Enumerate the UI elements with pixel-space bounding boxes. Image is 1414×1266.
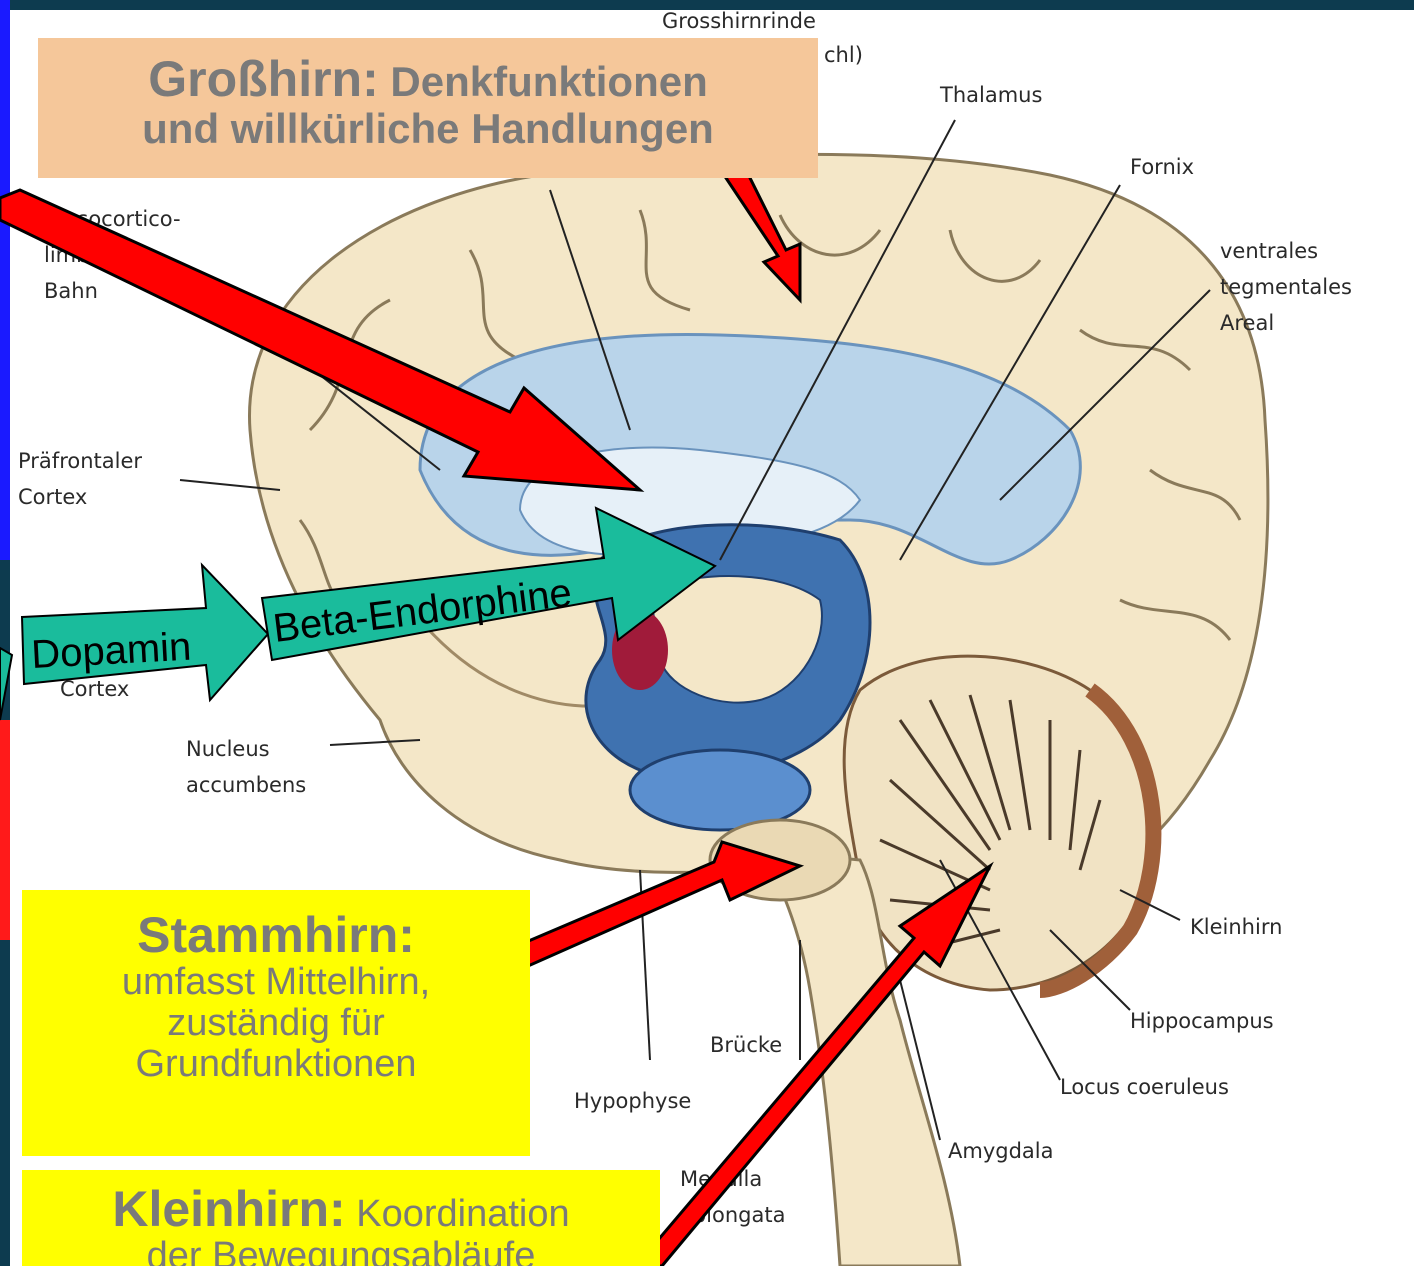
label-cortex-partial: Cortex (60, 677, 129, 701)
kleinhirn-line2: der Bewegungsabläufe (22, 1236, 660, 1266)
tag-dopamin: Dopamin (30, 625, 192, 677)
grosshirn-line1: Denkfunktionen (390, 58, 707, 105)
kleinhirn-line1: Koordination (356, 1193, 569, 1235)
label-ventrales-2: tegmentales (1220, 275, 1352, 299)
label-kleinhirn: Kleinhirn (1190, 915, 1282, 939)
grosshirn-box: Großhirn: Denkfunktionen und willkürlich… (38, 38, 818, 178)
grosshirn-line2: und willkürliche Handlungen (38, 106, 818, 151)
grosshirn-heading: Großhirn: (148, 51, 379, 107)
label-thalamus: Thalamus (939, 83, 1042, 107)
label-praefrontaler-2: Cortex (18, 485, 87, 509)
label-nucleus-2: accumbens (186, 773, 306, 797)
label-mesocortico-3: Bahn (44, 279, 98, 303)
left-stripe-blue (0, 0, 10, 280)
label-grosshirnrinde-part: chl) (824, 43, 863, 67)
label-hypophyse: Hypophyse (574, 1089, 691, 1113)
left-stripe-blue-2 (0, 280, 10, 560)
stammhirn-line1: umfasst Mittelhirn, (22, 962, 530, 1003)
label-ventrales-3: Areal (1220, 311, 1274, 335)
label-amygdala: Amygdala (948, 1139, 1053, 1163)
label-ventrales-1: ventrales (1220, 239, 1318, 263)
label-bruecke: Brücke (710, 1033, 782, 1057)
kleinhirn-box: Kleinhirn: Koordination der Bewegungsabl… (22, 1170, 660, 1266)
label-fornix: Fornix (1130, 155, 1194, 179)
label-grosshirnrinde: Grosshirnrinde (662, 9, 816, 33)
label-praefrontaler-1: Präfrontaler (18, 449, 142, 473)
stammhirn-box: Stammhirn: umfasst Mittelhirn, zuständig… (22, 890, 530, 1156)
label-locus-coeruleus: Locus coeruleus (1060, 1075, 1229, 1099)
stammhirn-heading: Stammhirn: (22, 908, 530, 962)
label-hippocampus: Hippocampus (1130, 1009, 1274, 1033)
left-stripe-red (0, 720, 10, 940)
kleinhirn-heading: Kleinhirn: (112, 1181, 345, 1237)
label-nucleus-1: Nucleus (186, 737, 270, 761)
stammhirn-line3: Grundfunktionen (22, 1044, 530, 1085)
stammhirn-line2: zuständig für (22, 1003, 530, 1044)
